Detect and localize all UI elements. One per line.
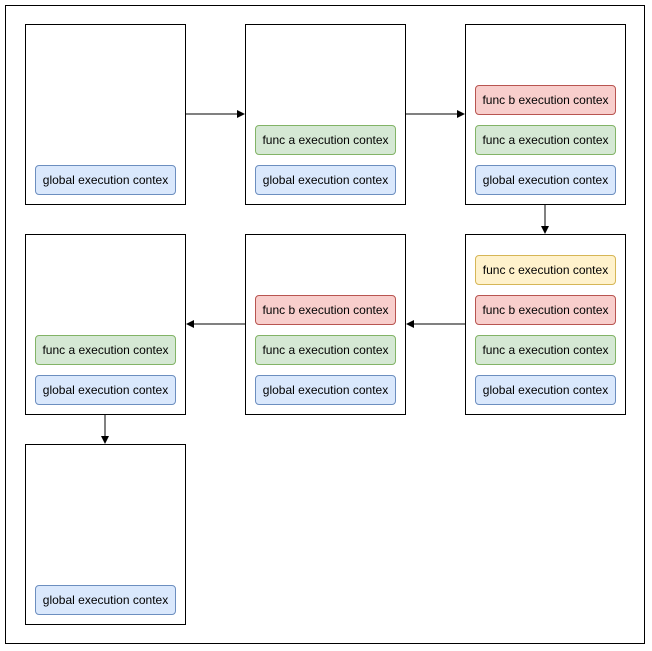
global-execution-context: global execution contex [255,165,396,195]
call-stack-2: func a execution contex global execution… [245,24,406,205]
global-execution-context: global execution contex [35,165,176,195]
func-a-execution-context: func a execution contex [475,335,616,365]
func-a-execution-context: func a execution contex [255,335,396,365]
call-stack-6: func a execution contex global execution… [25,234,186,415]
call-stack-4: func c execution contex func b execution… [465,234,626,415]
global-execution-context: global execution contex [255,375,396,405]
global-execution-context: global execution contex [475,375,616,405]
func-b-execution-context: func b execution contex [475,295,616,325]
func-c-execution-context: func c execution contex [475,255,616,285]
func-a-execution-context: func a execution contex [35,335,176,365]
func-a-execution-context: func a execution contex [255,125,396,155]
func-b-execution-context: func b execution contex [255,295,396,325]
call-stack-5: func b execution contex func a execution… [245,234,406,415]
global-execution-context: global execution contex [35,585,176,615]
diagram-frame [5,5,645,644]
func-a-execution-context: func a execution contex [475,125,616,155]
call-stack-3: func b execution contex func a execution… [465,24,626,205]
global-execution-context: global execution contex [475,165,616,195]
global-execution-context: global execution contex [35,375,176,405]
call-stack-7: global execution contex [25,444,186,625]
call-stack-1: global execution contex [25,24,186,205]
func-b-execution-context: func b execution contex [475,85,616,115]
